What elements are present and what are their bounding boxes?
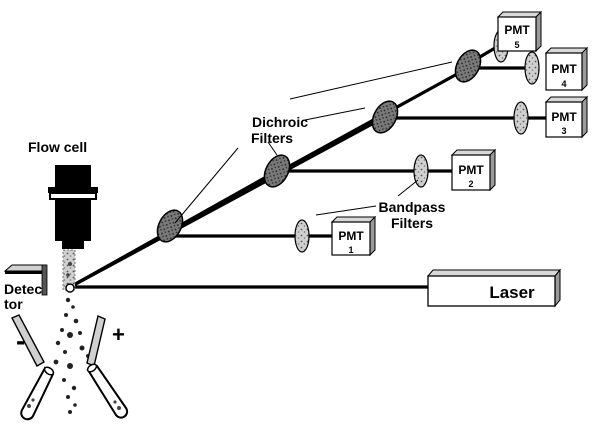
- dichroic-filter-1: [156, 209, 184, 243]
- pmt-1: PMT 1: [330, 215, 377, 257]
- pmt-5-label: PMT: [504, 23, 530, 37]
- deflection-plate-positive: [86, 315, 106, 367]
- pmt-5-number: 5: [514, 40, 519, 50]
- pmt-3: PMT 3: [544, 95, 589, 139]
- sorted-droplets: [53, 297, 92, 414]
- plus-sign: +: [112, 322, 125, 347]
- dichroic-label-line1: Dichroic: [252, 114, 308, 130]
- pmt-4-label: PMT: [551, 62, 577, 76]
- laser-source: Laser: [426, 268, 562, 308]
- collection-tube-left: [20, 366, 55, 421]
- bandpass-filters: [294, 29, 540, 253]
- bandpass-filter-2: [413, 154, 429, 188]
- dichroic-leader-4: [289, 61, 453, 100]
- laser-label: Laser: [489, 283, 535, 302]
- dichroic-leader-2: [267, 141, 278, 156]
- bandpass-filter-1: [294, 219, 310, 253]
- pmt-2: PMT 2: [450, 148, 497, 192]
- detector-label-line1: Detec: [4, 281, 42, 297]
- bandpass-filter-4: [524, 51, 540, 85]
- bandpass-filter-3: [513, 101, 529, 135]
- dichroic-filter-2: [263, 154, 291, 188]
- bandpass-label-line2: Filters: [391, 215, 433, 231]
- beam-paths: [69, 36, 548, 289]
- emission-beam-1: [69, 231, 171, 289]
- flow-cell-label: Flow cell: [28, 139, 87, 155]
- pmt-4: PMT 4: [544, 46, 589, 92]
- dichroic-label-line2: Filters: [251, 130, 293, 146]
- deflection-plate-negative: [11, 314, 45, 367]
- dichroic-filter-4: [454, 49, 482, 83]
- pmt-3-number: 3: [561, 126, 566, 136]
- pmt-2-label: PMT: [458, 163, 484, 177]
- pmt-1-number: 1: [348, 245, 353, 255]
- dichroic-leader-1: [174, 147, 239, 224]
- pmt-5: PMT 5: [496, 10, 543, 53]
- minus-sign: -: [16, 325, 25, 356]
- pmt-3-label: PMT: [551, 110, 577, 124]
- pmt-2-number: 2: [468, 179, 473, 189]
- flow-stream: [62, 249, 76, 293]
- label-leaders: [174, 61, 453, 224]
- pmt-1-label: PMT: [338, 229, 364, 243]
- pmt-4-number: 4: [561, 79, 566, 89]
- dichroic-leader-3: [304, 107, 366, 121]
- bandpass-label-line1: Bandpass: [379, 199, 446, 215]
- detector: [3, 264, 48, 296]
- bandpass-leader-2: [397, 179, 419, 197]
- bandpass-leader-1: [315, 205, 377, 216]
- detector-label-line2: tor: [4, 296, 23, 312]
- dichroic-filter-3: [371, 100, 399, 134]
- collection-tube-right: [86, 363, 129, 419]
- objective-lens: [48, 165, 98, 249]
- dichroic-filters: [156, 49, 482, 243]
